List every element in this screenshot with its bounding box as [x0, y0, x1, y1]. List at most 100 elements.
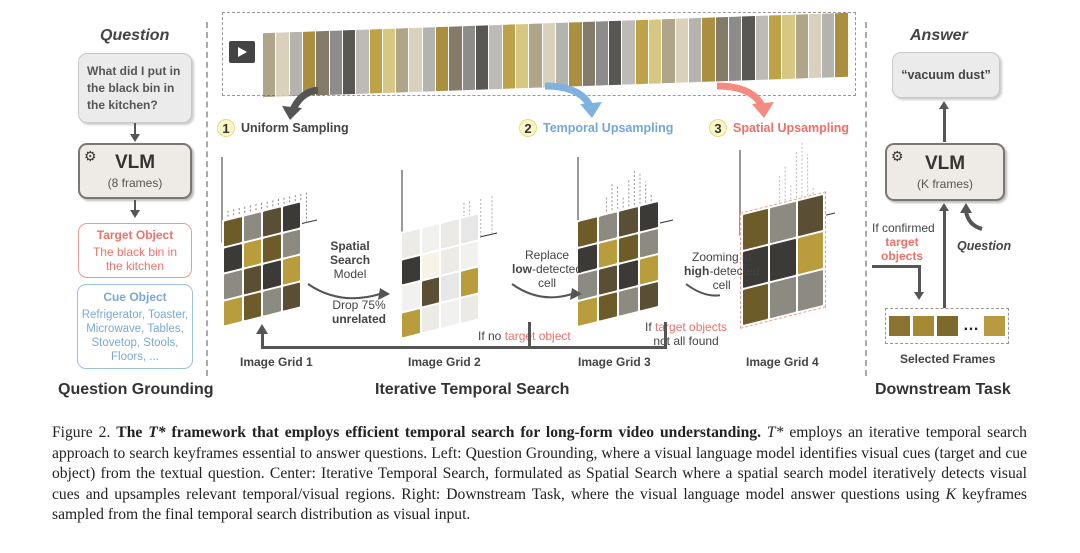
step-temporal-upsampling: 2 Temporal Upsampling [519, 119, 673, 137]
feedback-text: not all found [653, 334, 719, 348]
feedback-text: If no [478, 329, 505, 343]
video-frame [635, 19, 649, 85]
video-frame [595, 21, 609, 86]
step-label: Spatial Upsampling [733, 121, 849, 135]
transition-spatial-search: Spatial Search Model [330, 239, 370, 281]
grid-cell [770, 276, 796, 319]
question-box: What did I put in the black bin in the k… [78, 53, 192, 123]
cue-object-title: Cue Object [103, 289, 167, 304]
grid-cell [243, 238, 261, 268]
grid-cell [598, 238, 617, 268]
video-frame [542, 23, 555, 88]
grid-cell [421, 224, 439, 254]
grid-cell [441, 219, 459, 249]
video-frame [755, 15, 768, 81]
caption-bold-t: T* [148, 424, 166, 441]
video-frame [569, 22, 582, 87]
vlm-subtitle: (K frames) [916, 177, 973, 191]
arrow-down-icon [914, 292, 924, 300]
divider [206, 22, 208, 376]
transition-text: Model [333, 267, 367, 281]
arrow-up-icon [939, 203, 949, 211]
vlm-subtitle: (8 frames) [107, 176, 163, 190]
transition-drop: Drop 75% unrelated [332, 298, 386, 326]
caption-k: K [945, 485, 957, 503]
feedback-text: If [645, 320, 656, 334]
video-frame [502, 24, 515, 89]
question-text: What did I put in the black bin in the k… [87, 63, 181, 112]
grid-cell [639, 228, 658, 258]
vlm-title: VLM [114, 152, 156, 173]
video-frame [622, 20, 635, 85]
image-grid-2 [400, 212, 480, 340]
blue-curved-arrow-icon [544, 82, 594, 108]
grid-cell [402, 229, 420, 258]
video-filmstrip [222, 12, 856, 98]
answer-box: “vacuum dust” [892, 52, 1000, 98]
grid-cell [460, 214, 478, 244]
video-frame [462, 25, 475, 91]
grid-cell [243, 291, 261, 321]
vlm-gear-icon: ⚙ [84, 148, 97, 164]
image-grid-label: Image Grid 1 [240, 355, 313, 369]
caption-body: employs an iterative temporal search app… [52, 424, 1027, 503]
vlm-box-downstream: ⚙ VLM (K frames) [885, 143, 1005, 201]
selected-frame [913, 316, 934, 336]
video-frame [662, 18, 675, 84]
video-frame [649, 19, 662, 84]
grid-cell [421, 250, 439, 280]
step-number: 3 [709, 119, 727, 137]
step-spatial-upsampling: 3 Spatial Upsampling [709, 119, 849, 137]
arrow-line [943, 108, 946, 142]
grid-cell [282, 202, 300, 232]
grid-cell [797, 195, 823, 237]
grid-cell [224, 243, 242, 273]
question-header: Question [100, 27, 170, 44]
grid-cell [263, 286, 281, 316]
confirm-text: If confirmed [872, 221, 935, 235]
answer-header: Answer [910, 27, 968, 44]
video-frame [529, 23, 542, 88]
grid-cell [578, 217, 597, 247]
grid-cell [770, 239, 796, 281]
grid-cell [263, 260, 281, 290]
confirm-line [918, 265, 921, 293]
target-object-title: Target Object [96, 228, 174, 242]
grid-cell [797, 269, 823, 312]
transition-text: Zooming in [692, 250, 752, 264]
grid-cell [224, 270, 242, 299]
cue-object-text: Refrigerator, Toaster, Microwave, Tables… [81, 308, 189, 363]
video-frame [515, 23, 529, 89]
grid-cell [282, 282, 300, 311]
grid-cell [282, 229, 300, 258]
video-frame [609, 20, 622, 86]
video-frame [822, 13, 835, 78]
step-label: Uniform Sampling [241, 121, 349, 135]
grid-cell [743, 208, 769, 251]
transition-text: Replace [525, 248, 570, 262]
arrow-up-icon [256, 324, 268, 334]
feedback-loop-line [664, 322, 667, 348]
vlm-title: VLM [924, 153, 966, 174]
caption-body: keyframes sampled from the final tempora… [52, 485, 1028, 524]
grid-cell [619, 233, 638, 263]
grid-cell [619, 207, 638, 237]
section-title-downstream-task: Downstream Task [875, 381, 1011, 398]
red-curved-arrow-icon [716, 82, 766, 108]
transition-replace: Replace low-detected cell [512, 248, 582, 290]
figure-label: Figure 2. [52, 424, 111, 441]
cue-object-box: Cue Object Refrigerator, Toaster, Microw… [77, 284, 193, 369]
image-grid-label: Image Grid 4 [746, 355, 819, 369]
step-number: 1 [217, 119, 235, 137]
video-frame [808, 13, 822, 79]
arrow-line [943, 210, 946, 308]
divider [865, 22, 867, 376]
transition-text: cell [538, 276, 557, 290]
transition-text: -detected [532, 262, 583, 276]
grid-cell [770, 201, 796, 244]
video-frame [476, 25, 489, 90]
answer-text: “vacuum dust” [901, 68, 991, 82]
grid-cell [243, 265, 261, 295]
confirm-highlight: target [885, 235, 919, 249]
video-frame [555, 22, 569, 87]
